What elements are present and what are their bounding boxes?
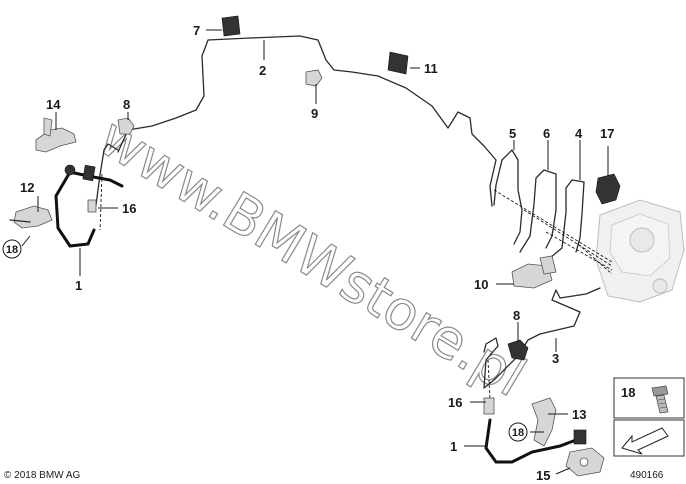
bracket-14 (35, 117, 77, 153)
leader-lines (21, 29, 609, 475)
abs-hydraulic-unit (595, 199, 685, 303)
circled-callout-18-left: 18 (2, 239, 22, 259)
callout-17: 17 (600, 126, 614, 141)
callout-1-right: 1 (450, 439, 457, 454)
callout-9: 9 (311, 106, 318, 121)
routing-dashed-lines (99, 173, 613, 401)
callout-6: 6 (543, 126, 550, 141)
callout-16-upper: 16 (122, 201, 136, 216)
diagram-number: 490166 (630, 470, 664, 481)
callout-3: 3 (552, 351, 559, 366)
callout-13: 13 (572, 407, 586, 422)
bracket-12 (9, 205, 53, 229)
callout-2: 2 (259, 63, 266, 78)
bracket-17 (595, 173, 621, 205)
callout-11: 11 (424, 61, 438, 76)
legend-box-18: 18 (613, 377, 685, 419)
bracket-13 (531, 397, 557, 447)
clip-8-upper (117, 117, 135, 135)
callout-16-lower: 16 (448, 395, 462, 410)
callout-18-left: 18 (6, 244, 18, 256)
callout-labels: 7 2 11 9 8 14 12 16 1 5 6 4 17 10 8 3 16… (20, 23, 614, 483)
callout-4: 4 (575, 126, 583, 141)
brake-pipes-4-5-6 (493, 149, 585, 259)
bracket-15 (565, 447, 605, 477)
pad-7 (221, 15, 241, 37)
brake-hose-1-left (54, 164, 124, 248)
callout-8-lower: 8 (513, 308, 520, 323)
circled-callout-18-right: 18 (508, 422, 528, 442)
legend-box-arrow (613, 419, 685, 457)
brake-hose-1-right (483, 397, 587, 464)
callout-18-right: 18 (512, 427, 524, 439)
callout-14: 14 (46, 97, 61, 112)
callout-5: 5 (509, 126, 516, 141)
brake-pipe-3 (483, 287, 601, 389)
copyright-text: © 2018 BMW AG (4, 470, 81, 481)
legend-18-number: 18 (621, 385, 635, 400)
watermark-text: www.BMWstore.pl (88, 105, 536, 409)
pad-11 (387, 51, 409, 75)
holder-10 (511, 255, 557, 289)
callout-12: 12 (20, 180, 34, 195)
clip-9 (305, 69, 323, 87)
callout-10: 10 (474, 277, 488, 292)
screw-icon (651, 385, 669, 414)
callout-8-upper: 8 (123, 97, 130, 112)
callout-15: 15 (536, 468, 550, 483)
brake-pipe-2 (95, 35, 497, 207)
callout-1-left: 1 (75, 278, 82, 293)
arrow-icon (621, 427, 669, 455)
callout-7: 7 (193, 23, 200, 38)
